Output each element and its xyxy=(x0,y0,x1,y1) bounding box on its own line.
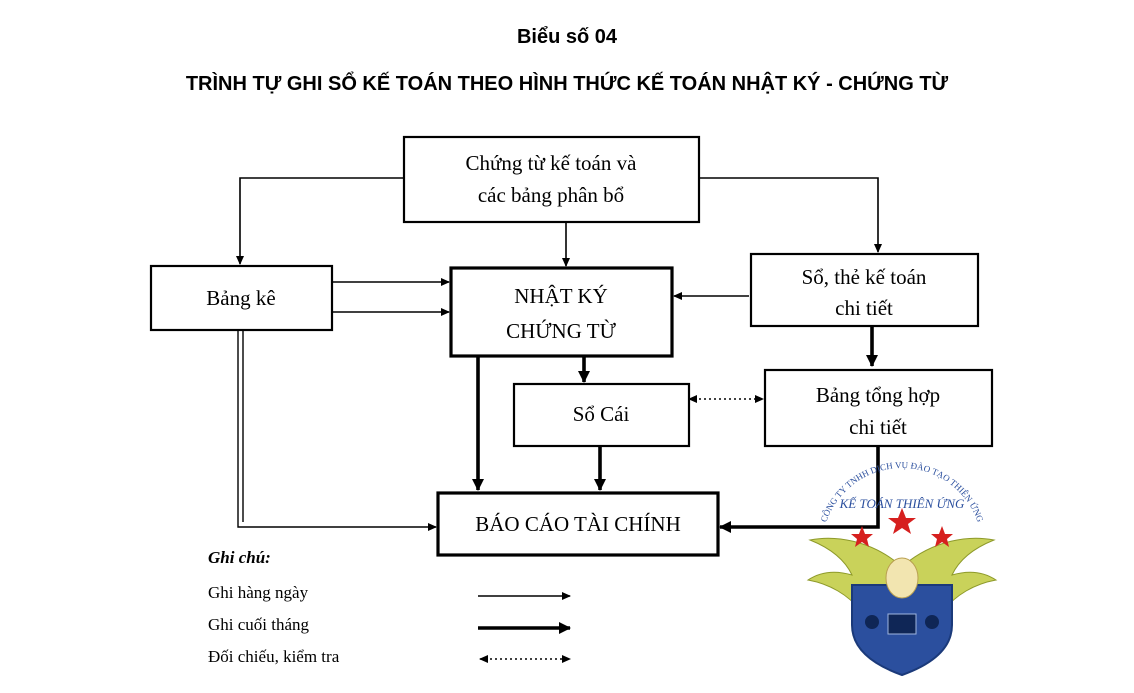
diagram-title: Biểu số 04 xyxy=(516,26,618,48)
legend-month-end-label: Ghi cuối tháng xyxy=(208,615,310,634)
box-chung-tu-line2: các bảng phân bổ xyxy=(478,183,624,207)
arrow-chungtu-sothe xyxy=(699,177,882,253)
box-bang-tong-hop: Bảng tổng hợp chi tiết xyxy=(763,368,994,448)
legend-title: Ghi chú: xyxy=(208,548,271,567)
box-nhat-ky-line1: NHẬT KÝ xyxy=(514,284,608,308)
box-so-cai-label: Sổ Cái xyxy=(573,402,630,426)
arrow-bangke-baocao-1 xyxy=(237,330,437,531)
box-nhat-ky: NHẬT KÝ CHỨNG TỪ xyxy=(449,266,674,358)
diagram-subtitle: TRÌNH TỰ GHI SỔ KẾ TOÁN THEO HÌNH THỨC K… xyxy=(185,73,949,95)
logo-eagle xyxy=(885,557,919,599)
logo-name: KẾ TOÁN THIÊN ỨNG xyxy=(839,496,965,511)
logo-monitor-icon xyxy=(887,613,917,635)
arrow-bangtonghop-baocao xyxy=(719,446,880,533)
legend-reconcile-label: Đối chiếu, kiểm tra xyxy=(208,647,340,666)
logo-person-right-icon xyxy=(925,615,939,629)
box-bang-tong-hop-line1: Bảng tổng hợp xyxy=(816,383,940,407)
arrow-chungtu-bangke xyxy=(236,177,404,265)
box-nhat-ky-line2: CHỨNG TỪ xyxy=(506,319,616,343)
box-bao-cao-label: BÁO CÁO TÀI CHÍNH xyxy=(475,512,681,536)
logo-person-left-icon xyxy=(865,615,879,629)
logo-star-center xyxy=(888,508,916,534)
box-so-the: Sổ, thẻ kế toán chi tiết xyxy=(749,252,980,328)
box-bang-ke: Bảng kê xyxy=(149,264,334,332)
box-chung-tu-line1: Chứng từ kế toán và xyxy=(466,151,638,175)
box-chung-tu: Chứng từ kế toán và các bảng phân bổ xyxy=(402,135,701,224)
box-bao-cao: BÁO CÁO TÀI CHÍNH xyxy=(436,491,720,557)
box-bang-ke-label: Bảng kê xyxy=(206,286,275,310)
connectors xyxy=(236,177,882,533)
box-bang-tong-hop-line2: chi tiết xyxy=(849,415,907,439)
legend-daily-label: Ghi hàng ngày xyxy=(208,583,309,602)
legend: Ghi chú: Ghi hàng ngày Ghi cuối tháng Đố… xyxy=(208,548,571,666)
box-so-cai: Sổ Cái xyxy=(512,382,691,448)
logo-star-right xyxy=(931,526,953,547)
company-logo: CÔNG TY TNHH DỊCH VỤ ĐÀO TẠO THIÊN ỨNG K… xyxy=(806,460,998,677)
box-so-the-line2: chi tiết xyxy=(835,296,893,320)
box-so-the-line1: Sổ, thẻ kế toán xyxy=(802,265,927,289)
logo-star-left xyxy=(851,526,873,547)
